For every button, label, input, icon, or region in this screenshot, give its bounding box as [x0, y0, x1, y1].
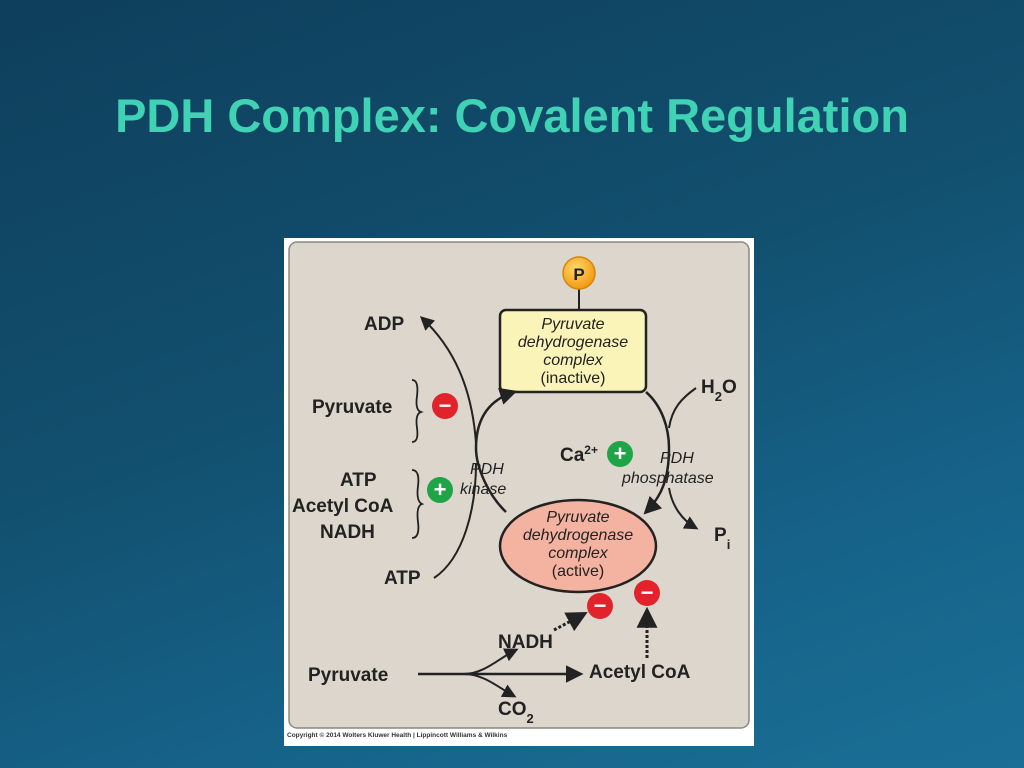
calcium-label: Ca2+ — [560, 443, 598, 466]
water-h: H — [701, 377, 715, 398]
phosphate-label: P — [573, 265, 584, 284]
kinase-label-line2: kinase — [460, 481, 506, 498]
co2-subscript: 2 — [527, 711, 534, 726]
phosphatase-label-line1: PDH — [660, 450, 694, 467]
nadh-product-label: NADH — [498, 632, 553, 653]
copyright-notice: Copyright © 2014 Wolters Kluwer Health |… — [287, 732, 508, 739]
activators-plus-icon — [427, 477, 453, 503]
atp-input-curve — [433, 462, 477, 579]
phosphatase-arrow — [643, 391, 671, 515]
slide-title: PDH Complex: Covalent Regulation — [115, 89, 909, 142]
water-subscript: 2 — [715, 389, 722, 404]
pi-output-arrow — [668, 487, 699, 530]
water-o: O — [722, 377, 737, 398]
pyruvate-brace — [411, 379, 424, 443]
pyruvate-inhibitor-label: Pyruvate — [312, 397, 392, 418]
nadh-feedback-arrow — [553, 612, 588, 632]
calcium-plus-icon — [607, 441, 633, 467]
pi-label: Pi — [714, 525, 730, 552]
kinase-label-line1: PDH — [470, 461, 504, 478]
inactive-complex-line1: Pyruvate — [541, 316, 604, 333]
acetylcoa-inhibition-icon — [634, 580, 660, 606]
calcium-symbol: Ca — [560, 445, 585, 466]
acetylcoa-product-label: Acetyl CoA — [589, 662, 691, 683]
calcium-superscript: 2+ — [584, 443, 598, 457]
phosphatase-label-line2: phosphatase — [621, 470, 714, 487]
co2-symbol: CO — [498, 699, 527, 720]
activator-acetylcoa-label: Acetyl CoA — [292, 496, 394, 517]
calcium-plus-sign: + — [614, 441, 627, 466]
active-complex-line4: (active) — [552, 563, 604, 580]
inactive-complex-line3: complex — [543, 352, 604, 369]
adp-label: ADP — [364, 314, 404, 335]
pi-p: P — [714, 525, 727, 546]
activator-atp-label: ATP — [340, 470, 377, 491]
water-input-curve — [668, 387, 697, 429]
active-complex-line1: Pyruvate — [546, 509, 609, 526]
co2-branch-arrow — [463, 673, 517, 698]
atp-bottom-label: ATP — [384, 568, 421, 589]
pyruvate-minus-sign: − — [439, 393, 452, 418]
pyruvate-minus-icon — [432, 393, 458, 419]
active-complex-line3: complex — [548, 545, 609, 562]
active-complex-ellipse — [498, 498, 658, 594]
phosphate-icon — [562, 256, 596, 290]
co2-label: CO2 — [498, 699, 534, 726]
adp-output-arrow — [419, 316, 477, 444]
pi-subscript: i — [727, 537, 731, 552]
activator-nadh-label: NADH — [320, 522, 375, 543]
pdh-regulation-figure: P Pyruvate dehydrogenase complex (inacti… — [284, 238, 754, 746]
inactive-complex-line2: dehydrogenase — [518, 334, 628, 351]
pyruvate-substrate-label: Pyruvate — [308, 665, 388, 686]
inactive-complex-line4: (inactive) — [541, 370, 606, 387]
nadh-inhibition-icon — [587, 593, 613, 619]
kinase-arrow — [474, 387, 518, 513]
active-complex-line2: dehydrogenase — [523, 527, 633, 544]
water-label: H2O — [701, 377, 737, 404]
inactive-complex-box — [498, 308, 648, 394]
activators-brace — [411, 469, 425, 539]
acetylcoa-inhibition-sign: − — [641, 580, 654, 605]
nadh-inhibition-sign: − — [594, 593, 607, 618]
activators-plus-sign: + — [434, 477, 447, 502]
pdh-regulation-diagram: P Pyruvate dehydrogenase complex (inacti… — [288, 241, 750, 729]
